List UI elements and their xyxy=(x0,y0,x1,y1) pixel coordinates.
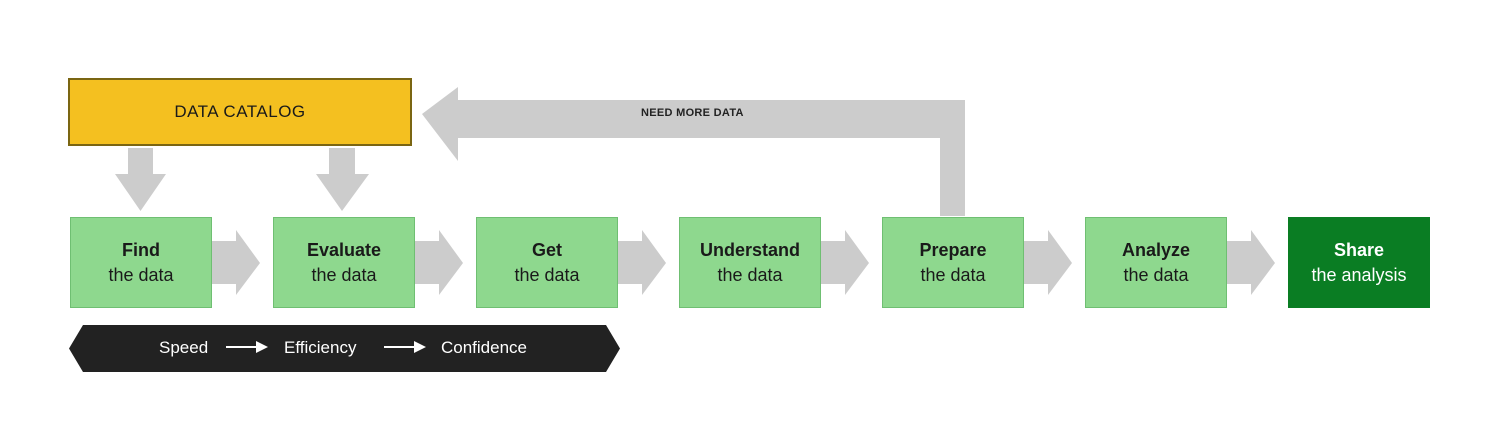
banner-item-efficiency: Efficiency xyxy=(284,338,357,357)
step-analyze: Analyze the data xyxy=(1085,217,1227,308)
step-title: Prepare xyxy=(919,239,987,260)
step-arrow-3 xyxy=(618,230,666,295)
catalog-to-find-arrow xyxy=(115,148,166,211)
step-title: Share xyxy=(1333,239,1385,260)
step-understand: Understand the data xyxy=(679,217,821,308)
need-more-data-arrow xyxy=(422,87,965,216)
arrow-right-icon xyxy=(384,341,426,353)
step-subtitle: the data xyxy=(1123,264,1189,285)
step-title: Analyze xyxy=(1121,239,1191,260)
step-arrow-2 xyxy=(415,230,463,295)
catalog-to-evaluate-arrow xyxy=(316,148,369,211)
speed-efficiency-confidence-banner: Speed Efficiency Confidence xyxy=(69,325,620,372)
step-get: Get the data xyxy=(476,217,618,308)
step-title: Find xyxy=(122,239,160,260)
step-title: Get xyxy=(531,239,562,260)
arrow-right-icon xyxy=(226,341,268,353)
step-subtitle: the data xyxy=(311,264,377,285)
data-catalog-box: DATA CATALOG xyxy=(68,78,412,146)
step-evaluate: Evaluate the data xyxy=(273,217,415,308)
step-subtitle: the data xyxy=(920,264,986,285)
step-arrow-4 xyxy=(821,230,869,295)
step-arrow-6 xyxy=(1227,230,1275,295)
banner-item-confidence: Confidence xyxy=(441,338,528,357)
step-find: Find the data xyxy=(70,217,212,308)
banner-item-speed: Speed xyxy=(159,338,209,357)
step-subtitle: the data xyxy=(108,264,174,285)
step-subtitle: the analysis xyxy=(1311,264,1407,285)
step-arrow-5 xyxy=(1024,230,1072,295)
step-prepare: Prepare the data xyxy=(882,217,1024,308)
step-subtitle: the data xyxy=(514,264,580,285)
step-title: Understand xyxy=(699,239,800,260)
step-subtitle: the data xyxy=(717,264,783,285)
step-arrow-1 xyxy=(212,230,260,295)
step-share: Share the analysis xyxy=(1288,217,1430,308)
step-title: Evaluate xyxy=(306,239,382,260)
data-catalog-label: DATA CATALOG xyxy=(174,102,306,121)
need-more-data-label: NEED MORE DATA xyxy=(641,107,744,119)
